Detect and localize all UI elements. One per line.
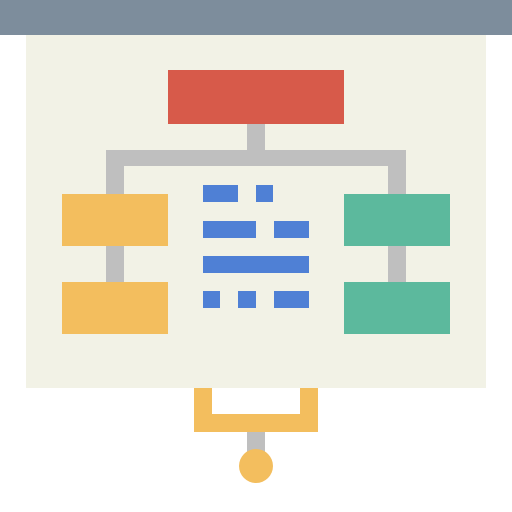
text-dash bbox=[238, 291, 256, 308]
text-dash bbox=[203, 221, 256, 238]
text-dash bbox=[274, 221, 309, 238]
flowchart-right-box-bottom bbox=[344, 282, 450, 334]
text-dash bbox=[274, 291, 309, 308]
connector-root-stem bbox=[247, 124, 265, 150]
screen-top-bar bbox=[0, 0, 512, 35]
screen-stand-bracket bbox=[194, 388, 318, 432]
text-lines bbox=[203, 185, 309, 308]
connector-left-link bbox=[106, 246, 124, 282]
connector-horizontal bbox=[106, 150, 406, 166]
stand-knob bbox=[239, 449, 273, 483]
text-dash bbox=[203, 185, 238, 202]
connector-right-drop bbox=[388, 150, 406, 194]
connector-right-link bbox=[388, 246, 406, 282]
flowchart-right-box-top bbox=[344, 194, 450, 246]
text-dash bbox=[203, 256, 309, 273]
text-dash bbox=[203, 291, 220, 308]
text-dash bbox=[256, 185, 273, 202]
bracket-base bbox=[194, 414, 318, 432]
flowchart-left-box-top bbox=[62, 194, 168, 246]
flowchart-connectors bbox=[106, 124, 406, 282]
flowchart-left-box-bottom bbox=[62, 282, 168, 334]
connector-left-drop bbox=[106, 150, 124, 194]
flowchart-root-box bbox=[168, 70, 344, 124]
